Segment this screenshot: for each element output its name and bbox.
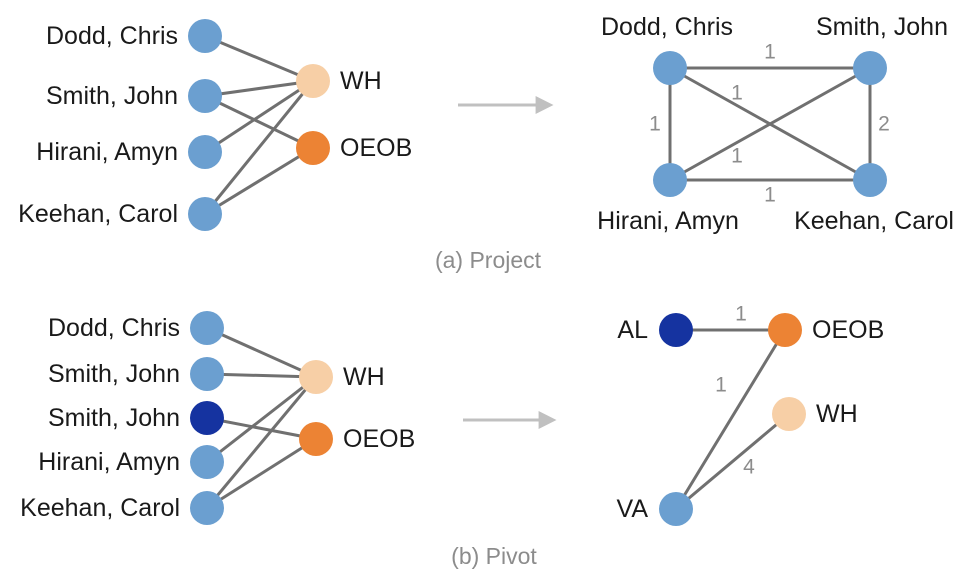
project-bipartite-edge [204,94,314,150]
project-person-node [188,19,222,53]
project-graph-node-label: Dodd, Chris [601,13,733,41]
pivot-bipartite-edge [206,416,317,441]
project-graph-node [653,163,687,197]
project-person-label: Keehan, Carol [18,200,178,228]
project-edge-weight: 1 [649,113,661,136]
pivot-person-label: Smith, John [48,360,180,388]
project-graph-node-label: Smith, John [816,13,948,41]
project-graph-edge [669,66,871,182]
project-graph-node [853,163,887,197]
pivot-graph-node-label: VA [617,495,649,523]
pivot-graph-edge [675,412,790,511]
project-bipartite-edge [203,80,315,215]
project-graph-node [653,51,687,85]
pivot-person-label: Hirani, Amyn [38,448,180,476]
pivot-person-label: Smith, John [48,404,180,432]
project-person-node [188,79,222,113]
pivot-graph-node-label: OEOB [812,316,884,344]
pivot-place-node [299,360,333,394]
pivot-place-node [299,422,333,456]
project-edge-weight: 1 [731,145,743,168]
project-place-node [296,64,330,98]
pivot-person-node [190,491,224,525]
project-bipartite-edge [204,34,314,83]
pivot-bipartite-edge [206,375,317,464]
pivot-person-node [190,311,224,345]
pivot-edge-weight: 1 [735,303,747,326]
project-person-label: Dodd, Chris [46,22,178,50]
project-edge-weight: 1 [731,82,743,105]
project-bipartite-edge [204,79,314,98]
pivot-graph-node [768,313,802,347]
pivot-edge-weight: 4 [743,456,755,479]
pivot-graph-node [772,397,806,431]
project-edge-weight: 1 [764,41,776,64]
project-person-node [188,197,222,231]
pivot-graph-edge [674,329,787,510]
pivot-person-label: Keehan, Carol [20,494,180,522]
pivot-edge-weight: 1 [715,374,727,397]
pivot-place-label: WH [343,363,385,391]
pivot-graph-node-label: WH [816,400,858,428]
project-bipartite-edge [204,79,314,154]
project-place-label: OEOB [340,134,412,162]
project-graph-node [853,51,887,85]
pivot-graph-node [659,492,693,526]
pivot-person-node [190,401,224,435]
project-person-node [188,135,222,169]
pivot-person-node [190,445,224,479]
project-person-label: Hirani, Amyn [36,138,178,166]
pivot-graph-node-label: AL [617,316,648,344]
pivot-bipartite-edge [206,437,317,510]
project-place-label: WH [340,67,382,95]
project-edge-weight: 1 [764,184,776,207]
pivot-bipartite-edge [205,376,318,509]
project-person-label: Smith, John [46,82,178,110]
project-bipartite-edge [204,146,314,216]
pivot-bipartite-edge [206,326,317,379]
pivot-caption: (b) Pivot [451,543,537,569]
pivot-graph-node [659,313,693,347]
project-place-node [296,131,330,165]
pivot-bipartite-edge [206,372,317,379]
project-graph-node-label: Keehan, Carol [794,207,954,235]
pivot-person-label: Dodd, Chris [48,314,180,342]
project-caption: (a) Project [435,247,542,273]
project-graph-node-label: Hirani, Amyn [597,207,739,235]
project-edge-weight: 2 [878,113,890,136]
pivot-person-node [190,357,224,391]
pivot-place-label: OEOB [343,425,415,453]
